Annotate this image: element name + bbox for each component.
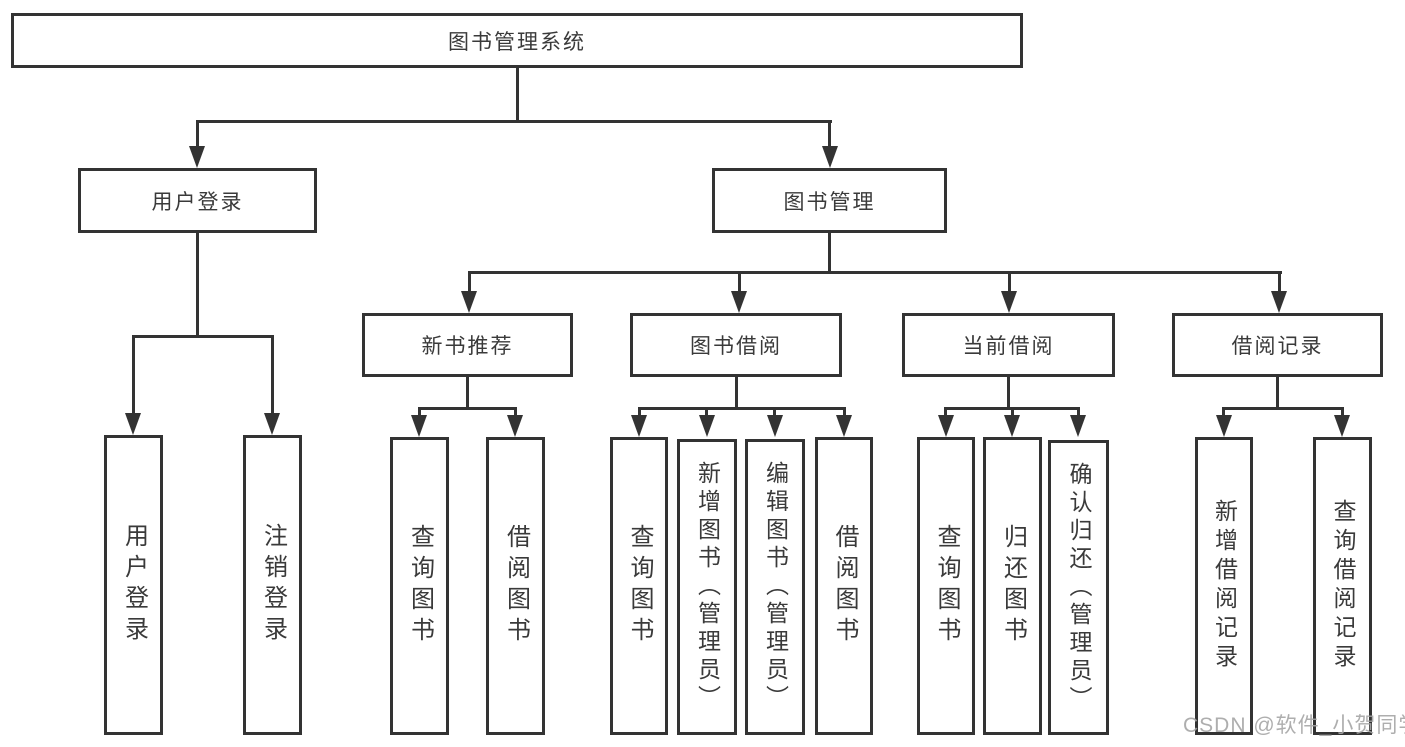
connector-line — [196, 120, 832, 123]
leaf-return-book: 归还图书 — [983, 437, 1042, 735]
connector-line — [516, 68, 519, 121]
connector-line — [1276, 377, 1279, 409]
arrowhead-down-icon — [836, 415, 852, 437]
connector-line — [735, 377, 738, 409]
arrowhead-down-icon — [1334, 415, 1350, 437]
node-book-borrowing: 图书借阅 — [630, 313, 842, 377]
arrowhead-down-icon — [1004, 415, 1020, 437]
leaf-query-book-3: 查询图书 — [917, 437, 975, 735]
arrowhead-down-icon — [731, 291, 747, 313]
connector-line — [638, 407, 846, 410]
connector-line — [132, 335, 274, 338]
csdn-watermark: CSDN @软件_小贺同学 — [1183, 714, 1405, 737]
connector-line — [132, 335, 135, 415]
arrowhead-down-icon — [1070, 415, 1086, 437]
leaf-borrow-book-1: 借阅图书 — [486, 437, 545, 735]
node-user-login: 用户登录 — [78, 168, 317, 233]
arrowhead-down-icon — [822, 146, 838, 168]
arrowhead-down-icon — [125, 413, 141, 435]
connector-line — [773, 407, 776, 417]
arrowhead-down-icon — [507, 415, 523, 437]
connector-line — [418, 407, 421, 417]
connector-line — [828, 233, 831, 273]
arrowhead-down-icon — [938, 415, 954, 437]
connector-line — [1278, 271, 1281, 293]
arrowhead-down-icon — [189, 146, 205, 168]
arrowhead-down-icon — [461, 291, 477, 313]
connector-line — [843, 407, 846, 417]
connector-line — [196, 233, 199, 337]
connector-line — [196, 120, 199, 148]
leaf-edit-book-admin: 编辑图书（管理员） — [745, 439, 805, 735]
node-new-book-recommend: 新书推荐 — [362, 313, 573, 377]
connector-line — [1222, 407, 1225, 417]
connector-line — [1077, 407, 1080, 417]
connector-line — [271, 335, 274, 415]
connector-line — [1011, 407, 1014, 417]
node-borrowing-records: 借阅记录 — [1172, 313, 1383, 377]
leaf-query-borrow-record: 查询借阅记录 — [1313, 437, 1372, 735]
arrowhead-down-icon — [1271, 291, 1287, 313]
leaf-confirm-return-admin: 确认归还（管理员） — [1048, 440, 1109, 735]
connector-line — [418, 407, 517, 410]
arrowhead-down-icon — [767, 415, 783, 437]
connector-line — [468, 271, 1282, 274]
arrowhead-down-icon — [411, 415, 427, 437]
connector-line — [738, 271, 741, 293]
leaf-add-borrow-record: 新增借阅记录 — [1195, 437, 1253, 735]
connector-line — [1341, 407, 1344, 417]
connector-line — [466, 377, 469, 409]
node-root: 图书管理系统 — [11, 13, 1023, 68]
connector-line — [468, 271, 471, 293]
leaf-user-login: 用户登录 — [104, 435, 163, 735]
leaf-logout: 注销登录 — [243, 435, 302, 735]
leaf-query-book-1: 查询图书 — [390, 437, 449, 735]
connector-line — [944, 407, 947, 417]
connector-line — [514, 407, 517, 417]
leaf-add-book-admin: 新增图书（管理员） — [677, 439, 737, 735]
arrowhead-down-icon — [699, 415, 715, 437]
arrowhead-down-icon — [1216, 415, 1232, 437]
arrowhead-down-icon — [264, 413, 280, 435]
connector-line — [1008, 271, 1011, 293]
connector-line — [638, 407, 641, 417]
node-current-borrowing: 当前借阅 — [902, 313, 1115, 377]
leaf-query-book-2: 查询图书 — [610, 437, 668, 735]
connector-line — [1222, 407, 1344, 410]
arrowhead-down-icon — [1001, 291, 1017, 313]
leaf-borrow-book-2: 借阅图书 — [815, 437, 873, 735]
node-book-management: 图书管理 — [712, 168, 947, 233]
connector-line — [1007, 377, 1010, 409]
connector-line — [828, 120, 831, 148]
arrowhead-down-icon — [631, 415, 647, 437]
connector-line — [705, 407, 708, 417]
